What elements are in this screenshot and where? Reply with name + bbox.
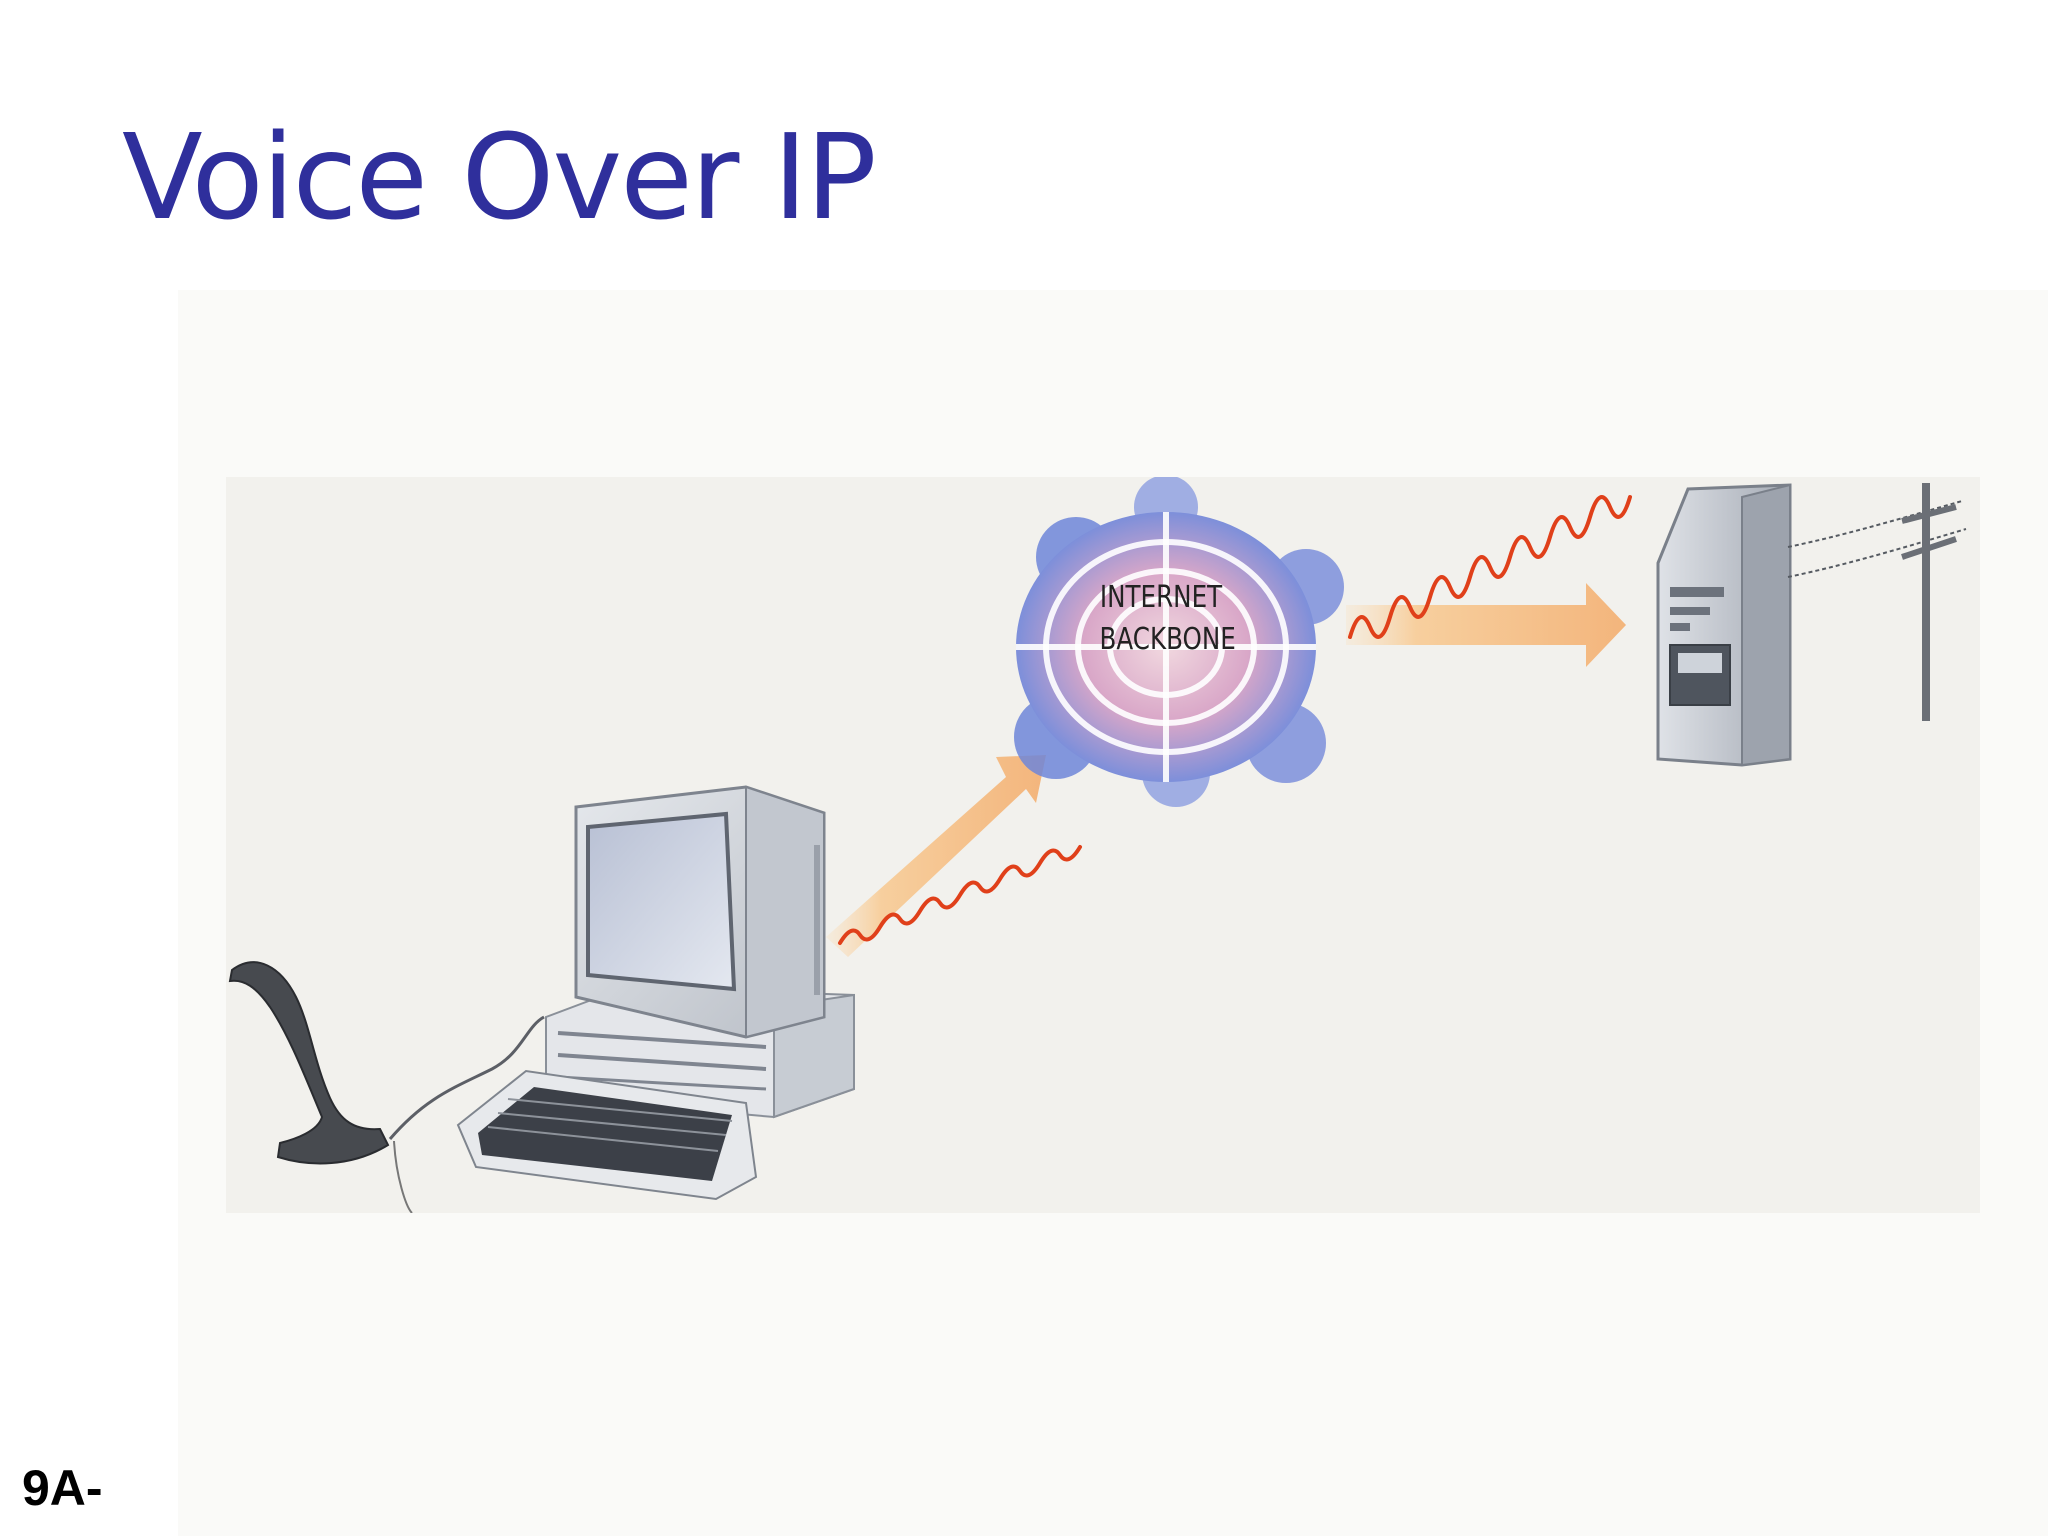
- handset-icon: [228, 961, 545, 1213]
- internet-backbone-label: INTERNET BACKBONE: [1099, 577, 1236, 661]
- slide-title: Voice Over IP: [122, 108, 877, 246]
- computer-icon: [456, 785, 855, 1201]
- voip-diagram: INTERNET BACKBONE: [226, 477, 1980, 1213]
- cloud-icon: [1014, 477, 1344, 807]
- utility-pole-icon: [1901, 483, 1957, 721]
- slide-number-footer: 9A-: [22, 1460, 103, 1516]
- voip-diagram-graphic: [228, 477, 1967, 1213]
- cloud-label-line-2: BACKBONE: [1099, 622, 1236, 657]
- server-tower-icon: [1656, 483, 1792, 767]
- cloud-label-line-1: INTERNET: [1099, 580, 1223, 615]
- signal-arrow-to-internet: [826, 755, 1082, 957]
- signal-arrow-to-server: [1346, 495, 1632, 667]
